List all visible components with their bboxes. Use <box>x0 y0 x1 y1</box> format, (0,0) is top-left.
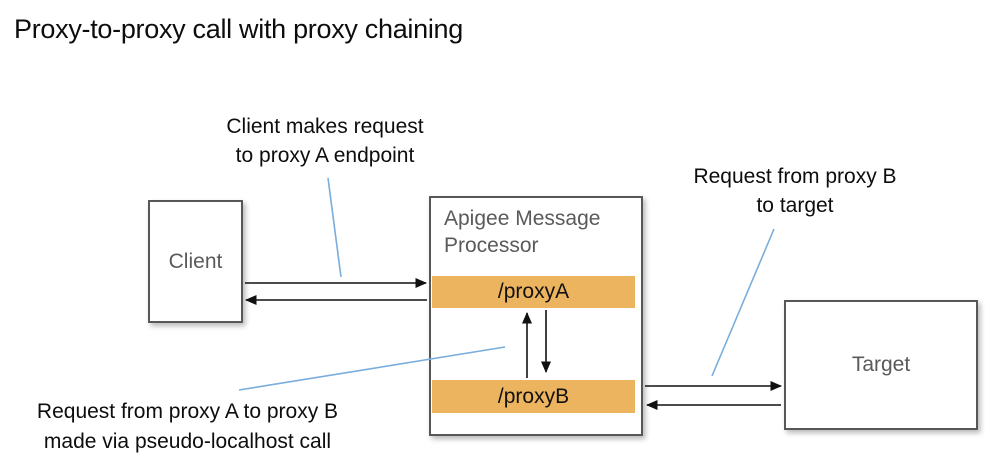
leader-line-proxyb-to-target <box>711 228 775 377</box>
message-processor-title: Apigee Message Processor <box>444 207 601 257</box>
annotation-client-request: Client makes request to proxy A endpoint <box>200 112 450 170</box>
message-processor-node: Apigee Message Processor /proxyA /proxyB <box>429 196 643 436</box>
annotation-proxyb-to-target: Request from proxy B to target <box>665 162 925 220</box>
proxy-a-bar: /proxyA <box>432 276 635 308</box>
annotation-client-request-line1: Client makes request <box>226 115 424 138</box>
annotation-proxyb-to-target-line2: to target <box>756 194 834 217</box>
annotation-proxya-to-proxyb: Request from proxy A to proxy B made via… <box>5 397 370 457</box>
annotation-proxya-to-proxyb-line2: made via pseudo-localhost call <box>43 430 332 453</box>
target-label: Target <box>851 353 911 376</box>
target-node: Target <box>784 300 978 430</box>
leader-line-client-request <box>327 177 342 278</box>
client-label: Client <box>168 249 223 273</box>
annotation-client-request-line2: to proxy A endpoint <box>235 144 415 167</box>
proxy-b-label: /proxyB <box>497 384 570 408</box>
annotation-proxya-to-proxyb-line1: Request from proxy A to proxy B <box>36 400 339 423</box>
annotation-proxyb-to-target-line1: Request from proxy B <box>693 165 897 188</box>
diagram-title: Proxy-to-proxy call with proxy chaining <box>14 14 463 44</box>
proxy-b-bar: /proxyB <box>432 380 635 413</box>
proxy-a-label: /proxyA <box>497 280 570 303</box>
client-node: Client <box>148 200 243 323</box>
